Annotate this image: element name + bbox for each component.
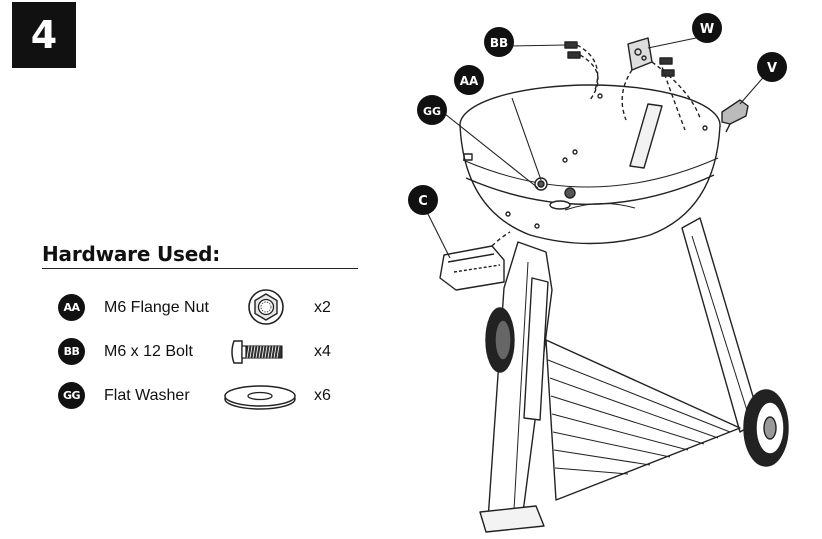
hardware-code-badge: BB — [58, 338, 85, 365]
bolts-bb — [564, 41, 675, 77]
svg-text:C: C — [418, 194, 428, 209]
lid-bracket-w — [621, 37, 701, 121]
hardware-name: M6 x 12 Bolt — [104, 343, 193, 360]
wheel-left — [485, 307, 515, 373]
hardware-name: M6 Flange Nut — [104, 299, 209, 316]
hardware-row-aa: AA M6 Flange Nut x2 — [58, 289, 358, 325]
grill-bowl — [459, 84, 721, 245]
callout-c: C — [408, 185, 438, 215]
side-bracket-v — [721, 99, 749, 133]
hardware-code: AA — [63, 301, 80, 314]
wheel-right — [743, 389, 789, 467]
hardware-name: Flat Washer — [104, 387, 190, 404]
flat-washer-icon — [224, 385, 296, 410]
flange-nut-icon — [248, 289, 284, 325]
hardware-title-divider — [42, 268, 358, 269]
hardware-row-gg: GG Flat Washer x6 — [58, 379, 358, 413]
hardware-used-title: Hardware Used: — [42, 242, 221, 266]
step-number-badge: 4 — [12, 2, 76, 68]
svg-text:AA: AA — [460, 74, 479, 88]
hardware-code: GG — [62, 389, 81, 402]
callout-aa: AA — [454, 65, 484, 95]
hardware-qty: x6 — [314, 387, 331, 404]
step-number: 4 — [30, 13, 58, 57]
callout-w: W — [692, 13, 722, 43]
hardware-code-badge: AA — [58, 294, 85, 321]
callout-leader-lines — [423, 37, 769, 259]
hardware-qty: x4 — [314, 343, 331, 360]
callout-v: V — [757, 52, 787, 82]
hardware-qty: x2 — [314, 299, 331, 316]
svg-text:V: V — [767, 61, 777, 76]
bowl-handle-c — [439, 231, 511, 291]
callout-gg: GG — [417, 95, 447, 125]
hardware-row-bb: BB M6 x 12 Bolt x4 — [58, 335, 358, 369]
svg-text:GG: GG — [423, 105, 441, 118]
bolt-icon — [231, 340, 283, 364]
svg-text:W: W — [700, 22, 714, 37]
svg-text:BB: BB — [490, 36, 508, 50]
hardware-code-badge: GG — [58, 382, 85, 409]
callout-bb: BB — [484, 27, 514, 57]
bottom-shelf — [545, 339, 741, 501]
nut-washer-aa-gg — [534, 177, 576, 210]
hardware-code: BB — [63, 345, 80, 358]
grill-assembly-diagram: BB W AA V GG C — [408, 13, 789, 533]
